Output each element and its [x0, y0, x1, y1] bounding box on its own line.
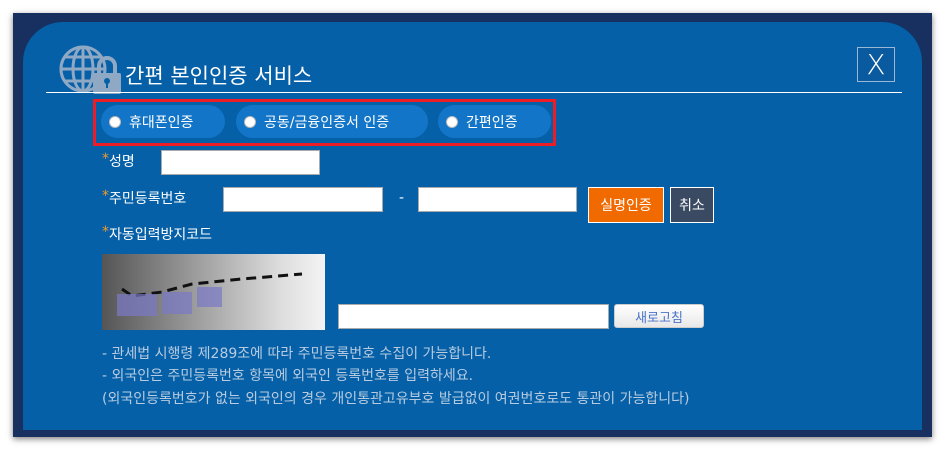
name-label-text: 성명: [109, 154, 135, 170]
radio-icon: [446, 115, 458, 128]
globe-lock-icon: [59, 45, 121, 94]
name-input[interactable]: [161, 150, 320, 175]
captcha-label: *자동입력방지코드: [102, 224, 212, 244]
title-divider: [46, 92, 902, 93]
verify-name-button[interactable]: 실명인증: [588, 187, 664, 223]
dialog-title: 간편 본인인증 서비스: [125, 64, 313, 88]
rrn-second-input[interactable]: [418, 187, 577, 212]
radio-label: 간편인증: [466, 114, 518, 131]
radio-label: 휴대폰인증: [129, 114, 194, 131]
radio-phone-auth[interactable]: 휴대폰인증: [101, 105, 225, 138]
radio-icon: [244, 115, 256, 128]
highlight-box: [93, 99, 556, 146]
rrn-separator: -: [399, 190, 405, 206]
close-button[interactable]: X: [857, 47, 895, 82]
refresh-captcha-button[interactable]: 새로고침: [614, 304, 704, 328]
required-star: *: [102, 188, 109, 204]
radio-simple-auth[interactable]: 간편인증: [438, 105, 551, 138]
captcha-input[interactable]: [338, 304, 609, 329]
rrn-first-input[interactable]: [223, 187, 383, 212]
rrn-label: *주민등록번호: [102, 188, 186, 208]
cancel-button[interactable]: 취소: [670, 187, 714, 223]
captcha-image: [102, 254, 325, 330]
note-line: - 관세법 시행령 제289조에 따라 주민등록번호 수집이 가능합니다.: [102, 346, 492, 362]
required-star: *: [102, 151, 109, 167]
rrn-label-text: 주민등록번호: [109, 191, 187, 207]
captcha-label-text: 자동입력방지코드: [109, 227, 213, 243]
radio-certificate-auth[interactable]: 공동/금융인증서 인증: [236, 105, 428, 138]
radio-label: 공동/금융인증서 인증: [264, 114, 390, 131]
note-line: - 외국인은 주민등록번호 항목에 외국인 등록번호를 입력하세요.: [102, 368, 474, 384]
radio-icon: [109, 115, 121, 128]
captcha-noise: [117, 272, 303, 316]
note-line: (외국인등록번호가 없는 외국인의 경우 개인통관고유부호 발급없이 여권번호로…: [102, 391, 690, 407]
required-star: *: [102, 224, 109, 240]
dialog-panel: [23, 22, 922, 430]
name-label: *성명: [102, 151, 135, 171]
